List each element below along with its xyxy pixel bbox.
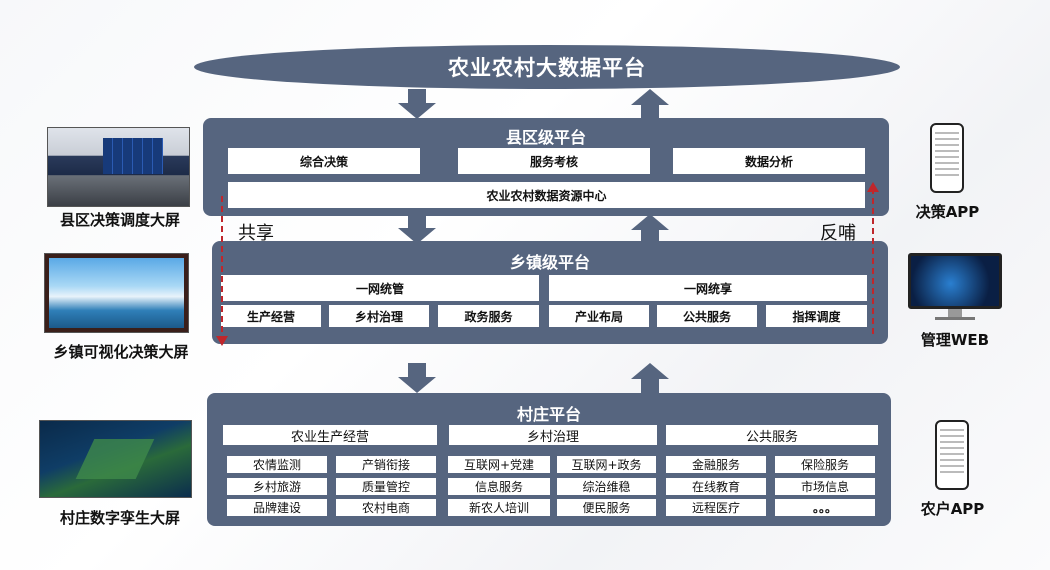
share-dashed-line	[221, 196, 223, 342]
town-group-title: 一网统享	[549, 275, 867, 301]
arrow-down-icon	[398, 214, 436, 244]
farmer-app-label: 农户APP	[920, 500, 985, 518]
town-item: 产业布局	[549, 305, 649, 327]
village-digital-twin-photo	[39, 420, 192, 498]
village-item: 农情监测	[227, 456, 327, 473]
town-item: 乡村治理	[329, 305, 429, 327]
arrow-down-icon	[398, 363, 436, 393]
county-module: 服务考核	[458, 148, 650, 174]
village-item: 品牌建设	[227, 499, 327, 516]
town-item: 生产经营	[221, 305, 321, 327]
town-item: 政务服务	[438, 305, 539, 327]
town-item: 指挥调度	[766, 305, 867, 327]
decision-app-label: 决策APP	[915, 203, 980, 221]
village-platform-title: 村庄平台	[516, 405, 581, 424]
digital-twin-map-icon	[75, 439, 155, 479]
county-platform-title: 县区级平台	[505, 128, 586, 147]
arrow-up-icon	[631, 363, 669, 393]
arrow-down-icon	[398, 89, 436, 119]
management-web-label: 管理WEB	[920, 331, 990, 349]
village-screen-label: 村庄数字孪生大屏	[59, 509, 180, 527]
share-label: 共享	[238, 223, 274, 244]
town-item: 公共服务	[657, 305, 757, 327]
farmer-app-phone-icon	[935, 420, 969, 490]
data-resource-center: 农业农村数据资源中心	[228, 182, 865, 208]
village-item: 在线教育	[666, 478, 766, 495]
village-item: 互联网+党建	[448, 456, 550, 473]
county-control-room-photo	[47, 127, 190, 207]
management-web-monitor-icon	[908, 253, 1002, 325]
village-item: 乡村旅游	[227, 478, 327, 495]
arrow-up-icon	[631, 214, 669, 244]
town-platform-title: 乡镇级平台	[509, 253, 590, 272]
village-item: 质量管控	[336, 478, 436, 495]
decision-app-phone-icon	[930, 123, 964, 193]
village-item: 综治维稳	[557, 478, 656, 495]
county-module: 数据分析	[673, 148, 865, 174]
village-group-title: 乡村治理	[449, 425, 657, 445]
town-group-title: 一网统管	[221, 275, 539, 301]
county-module: 综合决策	[228, 148, 420, 174]
big-data-platform-banner: 农业农村大数据平台	[194, 45, 900, 89]
village-item: 新农人培训	[448, 499, 550, 516]
landscape-image-icon	[49, 258, 184, 328]
town-platform-panel: 乡镇级平台 一网统管 一网统享 生产经营 乡村治理 政务服务 产业布局 公共服务…	[212, 241, 888, 344]
county-platform-panel: 县区级平台 综合决策 服务考核 数据分析 农业农村数据资源中心	[203, 118, 889, 216]
village-group-title: 公共服务	[666, 425, 878, 445]
village-item: 。。。	[775, 499, 875, 516]
village-item: 市场信息	[775, 478, 875, 495]
feedback-arrowhead-icon	[867, 182, 879, 192]
video-wall-icon	[103, 138, 163, 174]
village-item: 产销衔接	[336, 456, 436, 473]
county-screen-label: 县区决策调度大屏	[59, 211, 180, 229]
feedback-label: 反哺	[820, 223, 856, 244]
share-arrowhead-icon	[216, 336, 228, 346]
village-platform-panel: 村庄平台 农业生产经营 乡村治理 公共服务 农情监测 产销衔接 乡村旅游 质量管…	[207, 393, 891, 526]
village-item: 保险服务	[775, 456, 875, 473]
village-item: 远程医疗	[666, 499, 766, 516]
arrow-up-icon	[631, 89, 669, 119]
village-item: 便民服务	[557, 499, 656, 516]
village-item: 农村电商	[336, 499, 436, 516]
village-item: 互联网+政务	[557, 456, 656, 473]
big-data-platform-title: 农业农村大数据平台	[448, 56, 646, 80]
village-group-title: 农业生产经营	[223, 425, 437, 445]
village-item: 信息服务	[448, 478, 550, 495]
town-video-wall-photo	[44, 253, 189, 333]
feedback-dashed-line	[872, 188, 874, 334]
village-item: 金融服务	[666, 456, 766, 473]
town-screen-label: 乡镇可视化决策大屏	[53, 343, 189, 361]
